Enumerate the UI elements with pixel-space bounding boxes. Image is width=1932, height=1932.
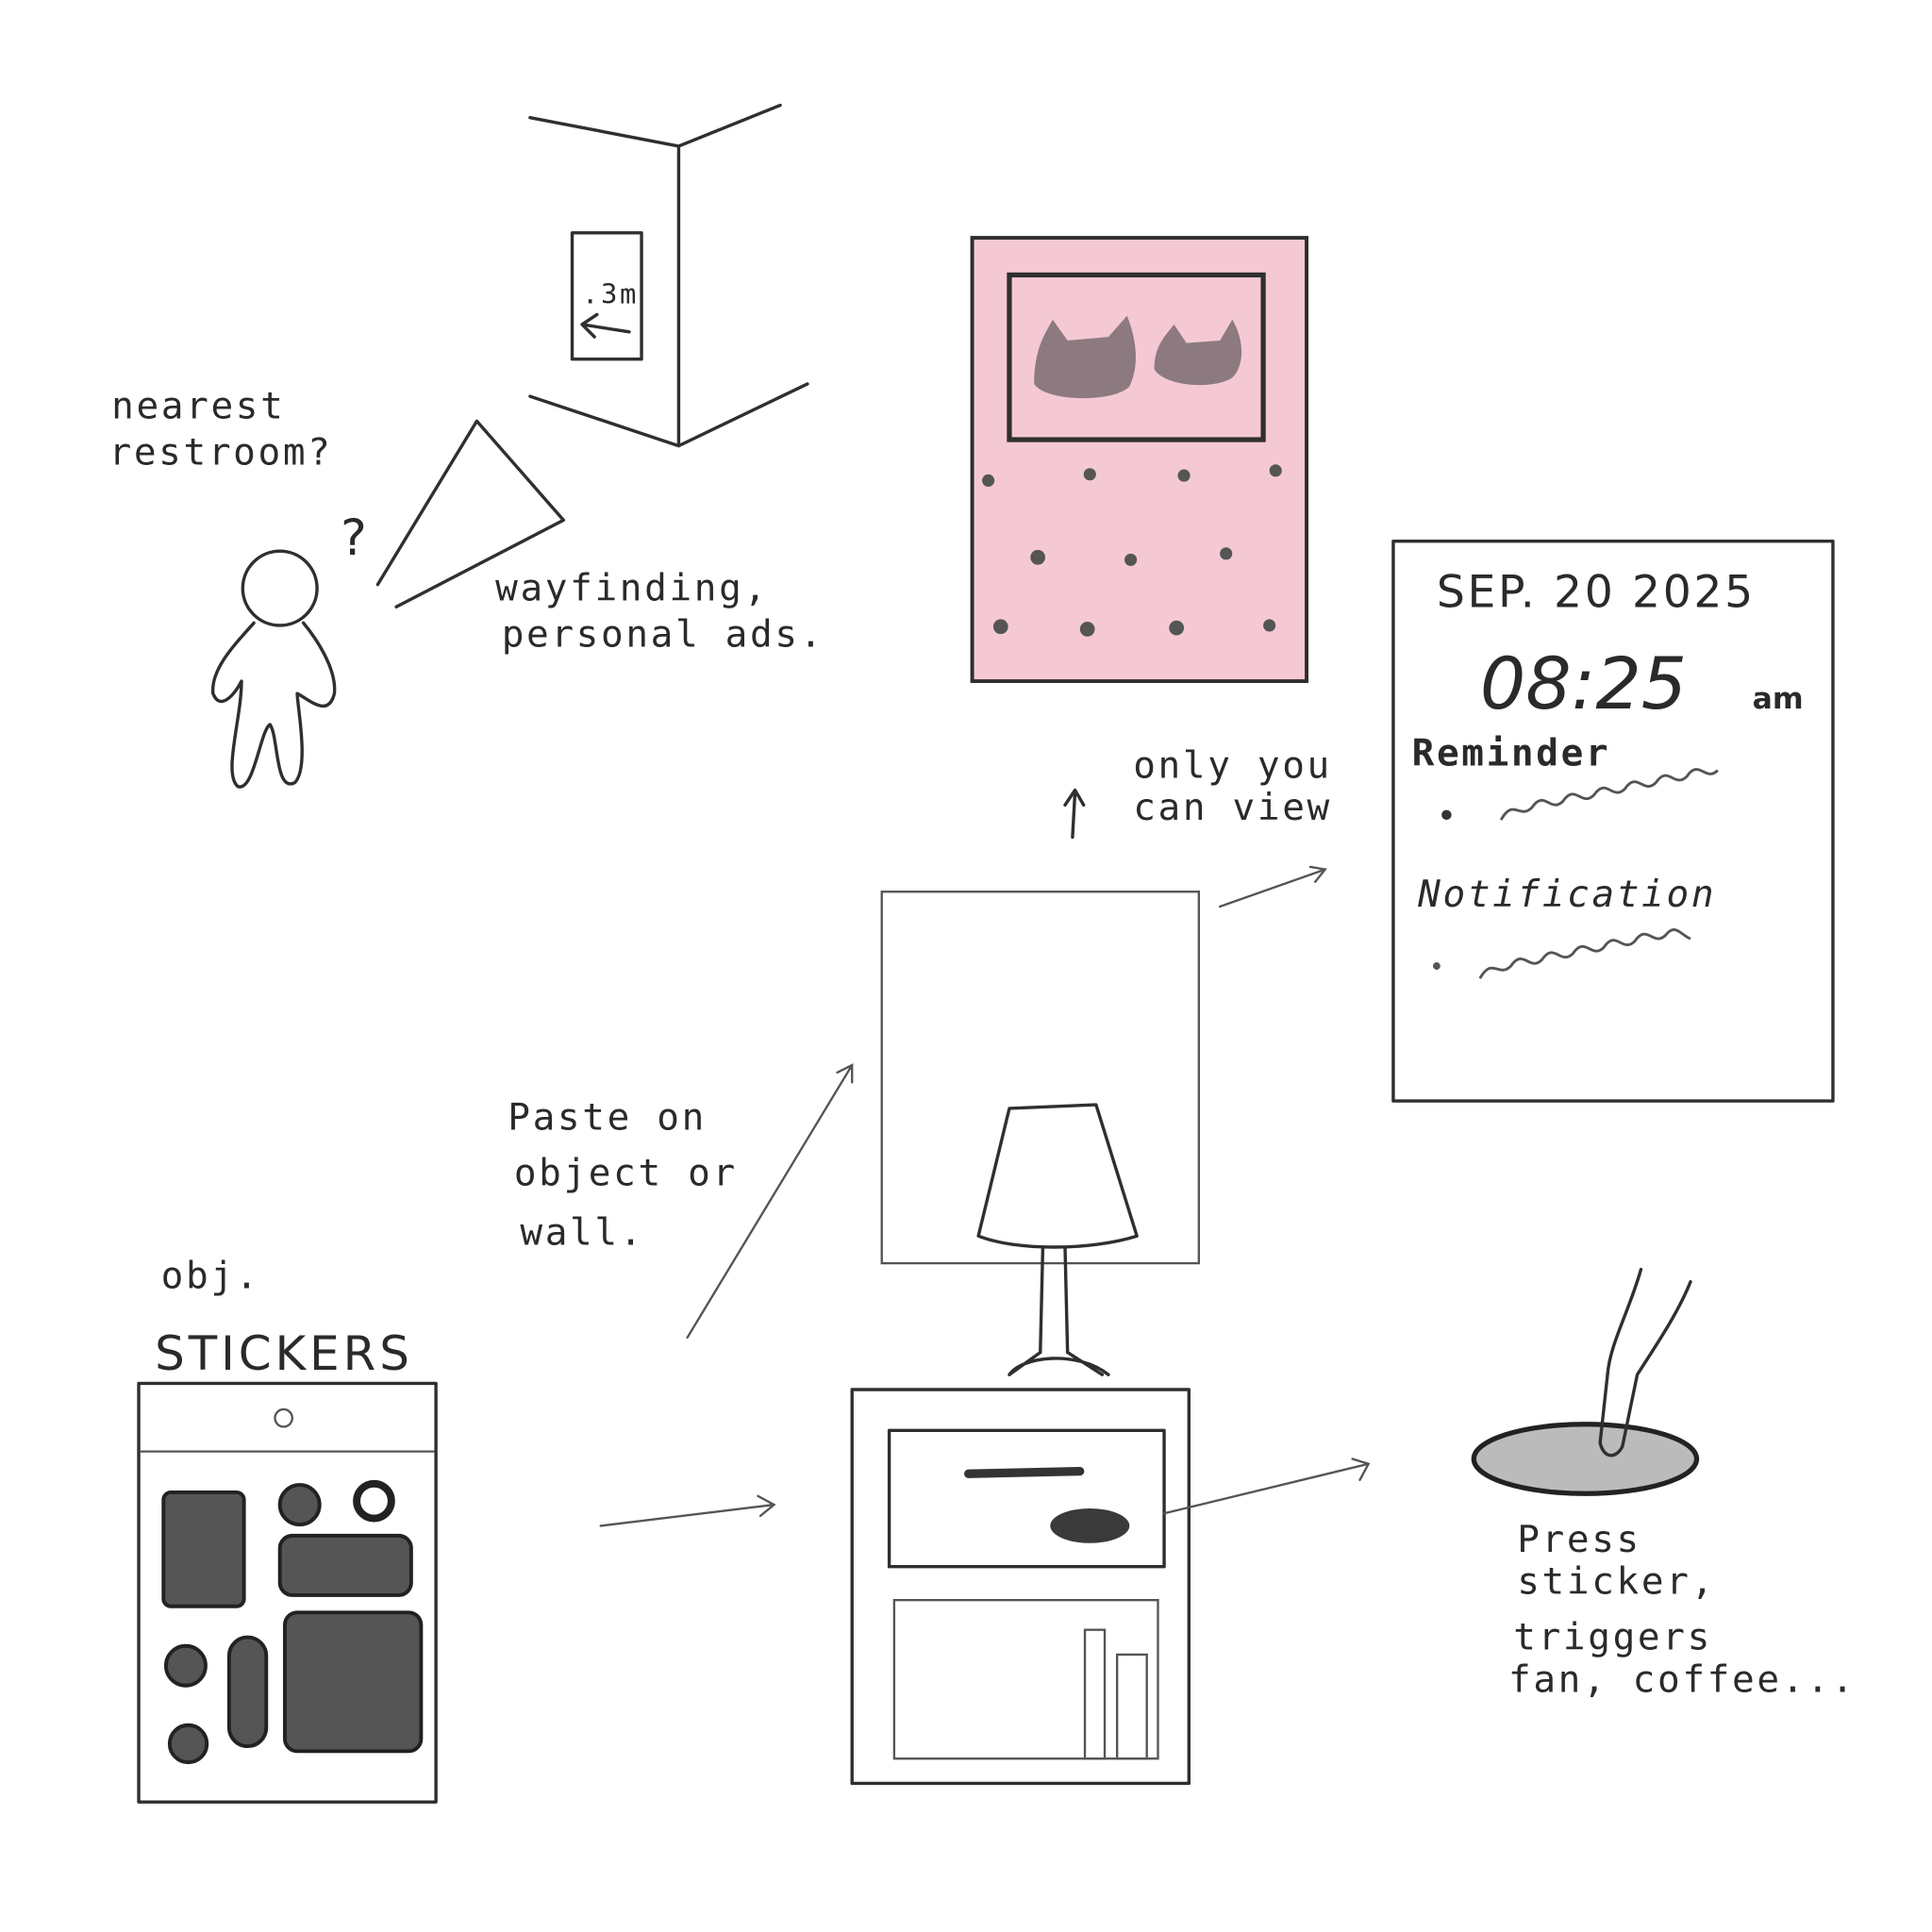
panel-time: 08:25 xyxy=(1480,641,1687,725)
nightstand xyxy=(850,1388,1191,1786)
paste-line-3: wall. xyxy=(520,1210,644,1254)
wall-frame xyxy=(880,891,1200,1265)
sign-distance: .3m xyxy=(582,278,639,310)
reminder-scribble xyxy=(1499,768,1719,821)
press-line-2: sticker, xyxy=(1517,1560,1716,1604)
arrow-to-frame xyxy=(686,1063,854,1340)
paste-line-1: Paste on xyxy=(508,1095,707,1139)
note-can-view: can view xyxy=(1133,786,1332,829)
question-mark: ? xyxy=(341,509,367,567)
paste-line-2: object or xyxy=(514,1151,738,1194)
cat-icon xyxy=(1154,319,1242,386)
arrow-to-panel xyxy=(1218,865,1327,908)
wayfinding-sign xyxy=(570,231,643,361)
note-only-you: only you xyxy=(1133,743,1332,787)
arrow-left-icon xyxy=(580,312,631,339)
sticker-button[interactable] xyxy=(1050,1508,1130,1543)
caption-wayfinding: wayfinding, xyxy=(495,567,769,610)
wall-corner: .3m xyxy=(528,103,809,448)
press-line-3: triggers xyxy=(1513,1616,1712,1659)
notification-scribble xyxy=(1478,928,1691,979)
view-cone xyxy=(375,419,566,608)
press-line-1: Press xyxy=(1517,1518,1641,1561)
press-line-4: fan, coffee... xyxy=(1508,1657,1857,1701)
press-sticker-illustration xyxy=(1471,1267,1700,1496)
sticker-sheet xyxy=(137,1381,438,1804)
arrow-up-icon xyxy=(1063,788,1086,840)
ad-board xyxy=(970,236,1308,684)
stickers-prefix: obj. xyxy=(161,1254,260,1297)
question-text-1: nearest xyxy=(111,385,285,428)
lamp xyxy=(976,1103,1139,1376)
arrow-to-nightstand xyxy=(599,1494,776,1527)
notification-label: Notification xyxy=(1417,873,1716,916)
person-figure xyxy=(211,549,337,789)
private-panel: SEP. 20 2025 08:25 am Reminder Notificat… xyxy=(1391,539,1835,1103)
stickers-title: STICKERS xyxy=(155,1326,413,1381)
cat-icon xyxy=(1034,315,1136,399)
reminder-label: Reminder xyxy=(1412,731,1611,774)
arrow-to-disk xyxy=(1162,1457,1371,1515)
question-text-2: restroom? xyxy=(109,430,333,474)
panel-ampm: am xyxy=(1753,682,1804,716)
panel-date: SEP. 20 2025 xyxy=(1437,566,1756,618)
caption-personal-ads: personal ads. xyxy=(502,612,824,656)
